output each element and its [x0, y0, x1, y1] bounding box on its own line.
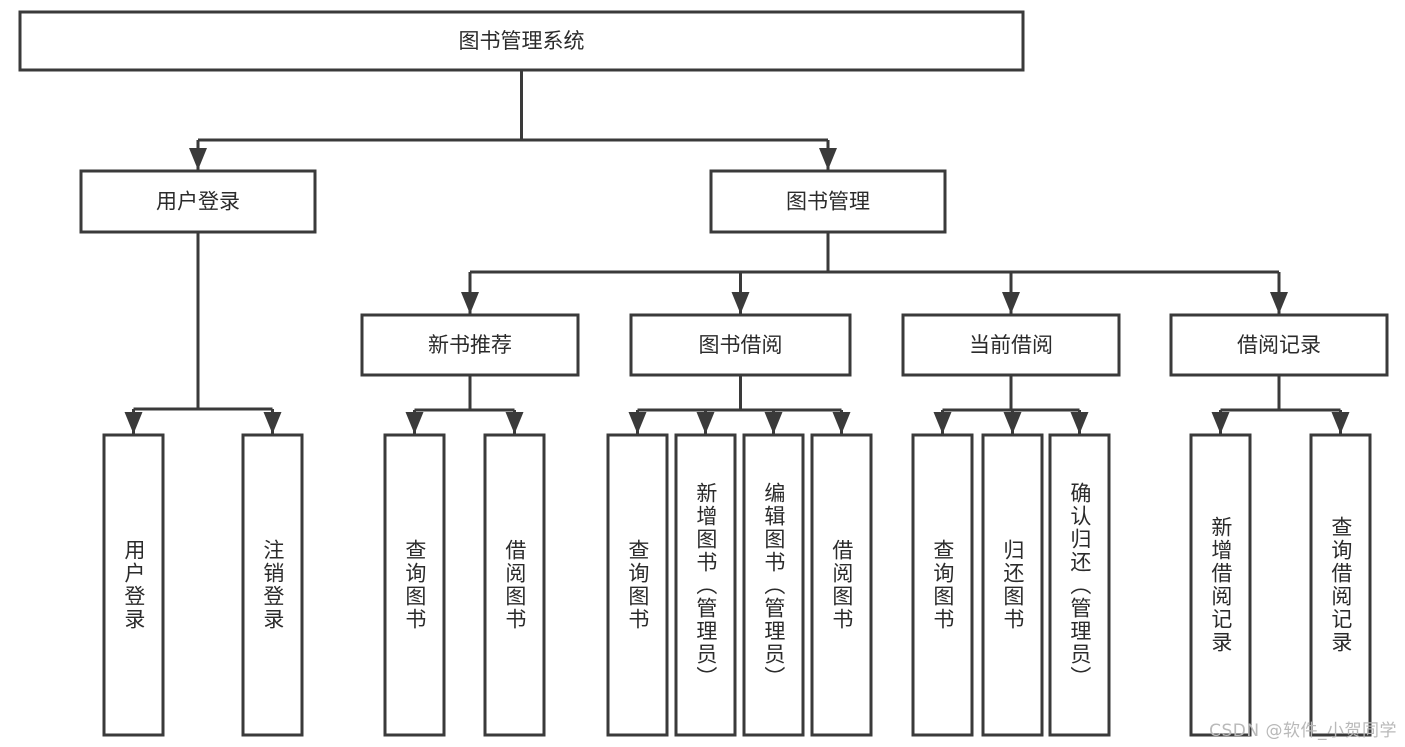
- node-box-leaf-confirm-return-admin[interactable]: [1048, 433, 1111, 737]
- watermark-text: CSDN @软件_小贺同学: [1209, 721, 1397, 741]
- arrow-head-icon: [764, 412, 783, 434]
- arrow-head-icon: [405, 412, 424, 434]
- arrow-head-icon: [1003, 412, 1022, 434]
- node-label-book-borrow: 图书借阅: [699, 333, 783, 357]
- arrow-head-icon: [933, 412, 952, 434]
- arrow-head-icon: [263, 412, 282, 434]
- node-box-leaf-borrow-book[interactable]: [810, 433, 873, 737]
- arrow-head-icon: [731, 292, 750, 314]
- node-box-book-borrow[interactable]: [629, 313, 852, 377]
- node-box-leaf-query-book-rec[interactable]: [383, 433, 446, 737]
- node-box-leaf-user-logout[interactable]: [241, 433, 304, 737]
- node-label-current-borrow: 当前借阅: [969, 333, 1053, 357]
- connector-lines: [124, 70, 1350, 434]
- node-box-user-login[interactable]: [79, 169, 317, 234]
- node-box-current-borrow[interactable]: [901, 313, 1121, 377]
- arrow-head-icon: [819, 148, 837, 170]
- node-box-new-book-recommend[interactable]: [360, 313, 580, 377]
- node-label-user-login: 用户登录: [156, 190, 240, 214]
- arrow-head-icon: [696, 412, 715, 434]
- arrow-head-icon: [1211, 412, 1230, 434]
- arrow-head-icon: [628, 412, 647, 434]
- arrow-head-icon: [1002, 292, 1020, 314]
- node-box-leaf-query-borrow-record[interactable]: [1309, 433, 1372, 737]
- node-box-leaf-edit-book-admin[interactable]: [742, 433, 805, 737]
- node-box-leaf-add-book-admin[interactable]: [674, 433, 737, 737]
- arrow-head-icon: [1270, 292, 1288, 314]
- node-box-leaf-query-book-borrow[interactable]: [606, 433, 669, 737]
- arrow-head-icon: [1331, 412, 1350, 434]
- node-box-leaf-add-borrow-record[interactable]: [1189, 433, 1252, 737]
- node-box-book-manage[interactable]: [709, 169, 947, 234]
- node-box-leaf-return-book[interactable]: [981, 433, 1044, 737]
- arrow-head-icon: [505, 412, 524, 434]
- arrow-head-icon: [189, 148, 207, 170]
- node-boxes: [18, 10, 1389, 737]
- node-box-leaf-borrow-book-rec[interactable]: [483, 433, 546, 737]
- node-box-root[interactable]: [18, 10, 1025, 72]
- node-box-borrow-record[interactable]: [1169, 313, 1389, 377]
- node-label-root: 图书管理系统: [459, 29, 585, 53]
- arrow-head-icon: [1070, 412, 1089, 434]
- arrow-head-icon: [124, 412, 143, 434]
- node-label-new-book-recommend: 新书推荐: [428, 333, 512, 357]
- node-label-borrow-record: 借阅记录: [1237, 333, 1321, 357]
- node-box-leaf-user-login[interactable]: [102, 433, 165, 737]
- node-label-book-manage: 图书管理: [786, 190, 870, 214]
- arrow-head-icon: [461, 292, 479, 314]
- arrow-head-icon: [832, 412, 851, 434]
- node-box-leaf-query-book-current[interactable]: [911, 433, 974, 737]
